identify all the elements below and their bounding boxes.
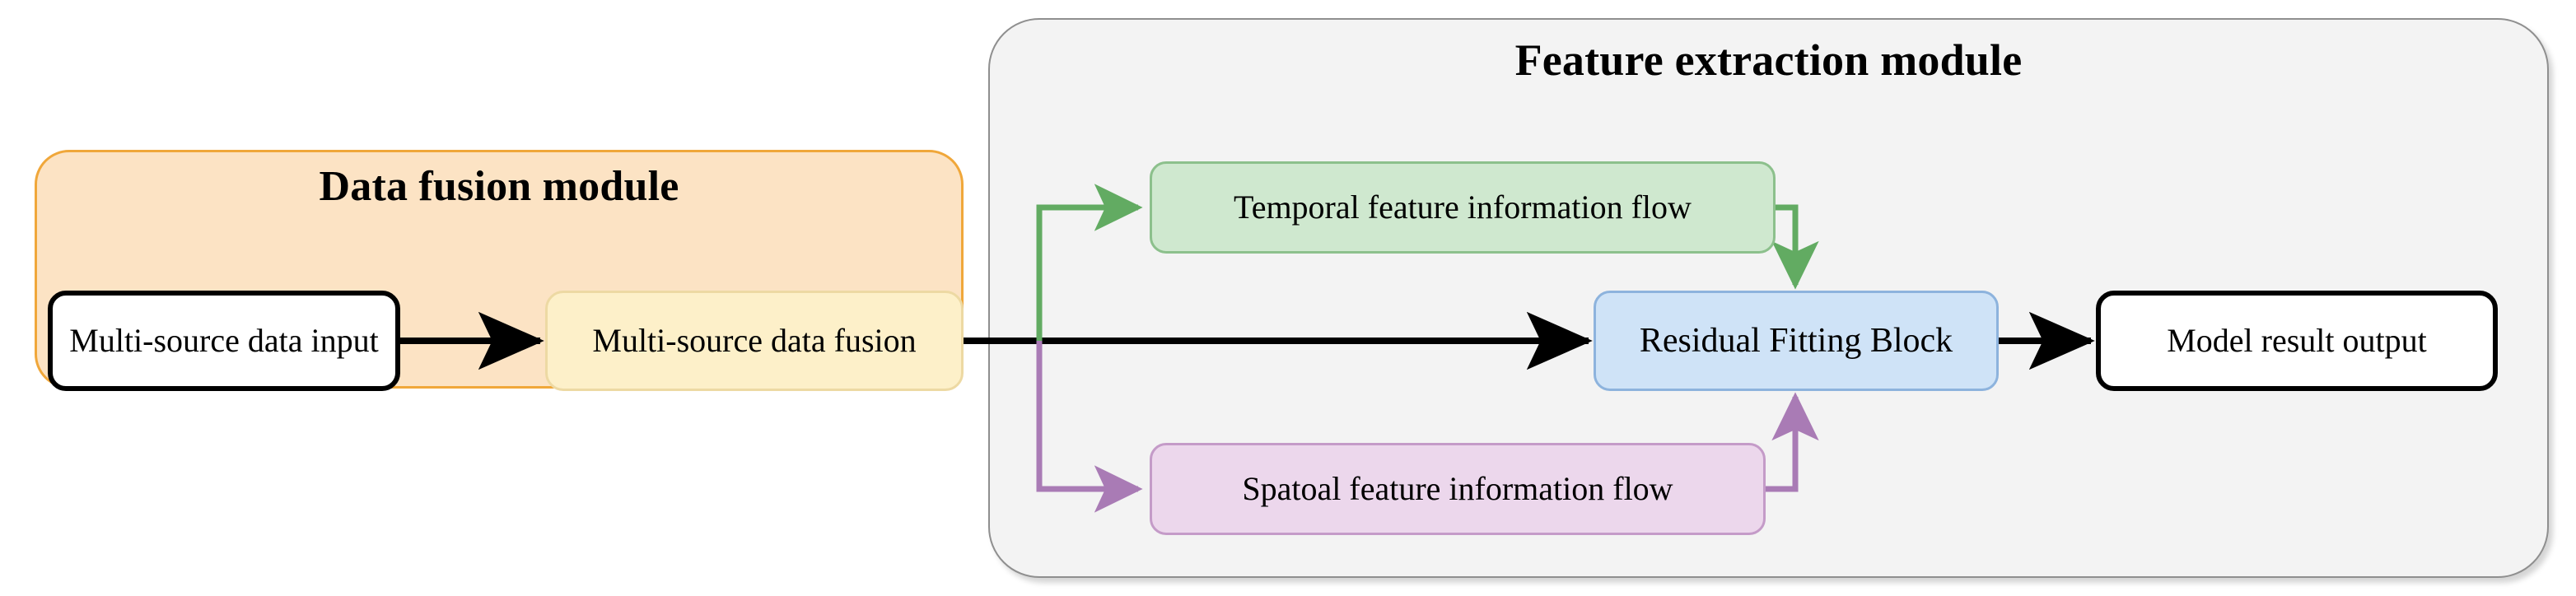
node-multi-source-data-input[interactable]: Multi-source data input <box>48 291 400 391</box>
node-residual-fitting-block[interactable]: Residual Fitting Block <box>1594 291 1999 391</box>
feature-extraction-module-title: Feature extraction module <box>1514 35 2023 85</box>
node-temporal-feature-information-flow-label: Temporal feature information flow <box>1234 189 1692 226</box>
data-fusion-module-title: Data fusion module <box>319 163 679 210</box>
node-model-result-output[interactable]: Model result output <box>2096 291 2498 391</box>
node-model-result-output-label: Model result output <box>2167 322 2427 359</box>
node-spatial-feature-information-flow[interactable]: Spatoal feature information flow <box>1150 443 1766 535</box>
node-temporal-feature-information-flow[interactable]: Temporal feature information flow <box>1150 161 1776 254</box>
node-spatial-feature-information-flow-label: Spatoal feature information flow <box>1242 470 1673 507</box>
node-multi-source-data-fusion[interactable]: Multi-source data fusion <box>545 291 964 391</box>
node-multi-source-data-input-label: Multi-source data input <box>69 322 379 359</box>
node-multi-source-data-fusion-label: Multi-source data fusion <box>592 322 917 359</box>
node-residual-fitting-block-label: Residual Fitting Block <box>1639 321 1953 360</box>
